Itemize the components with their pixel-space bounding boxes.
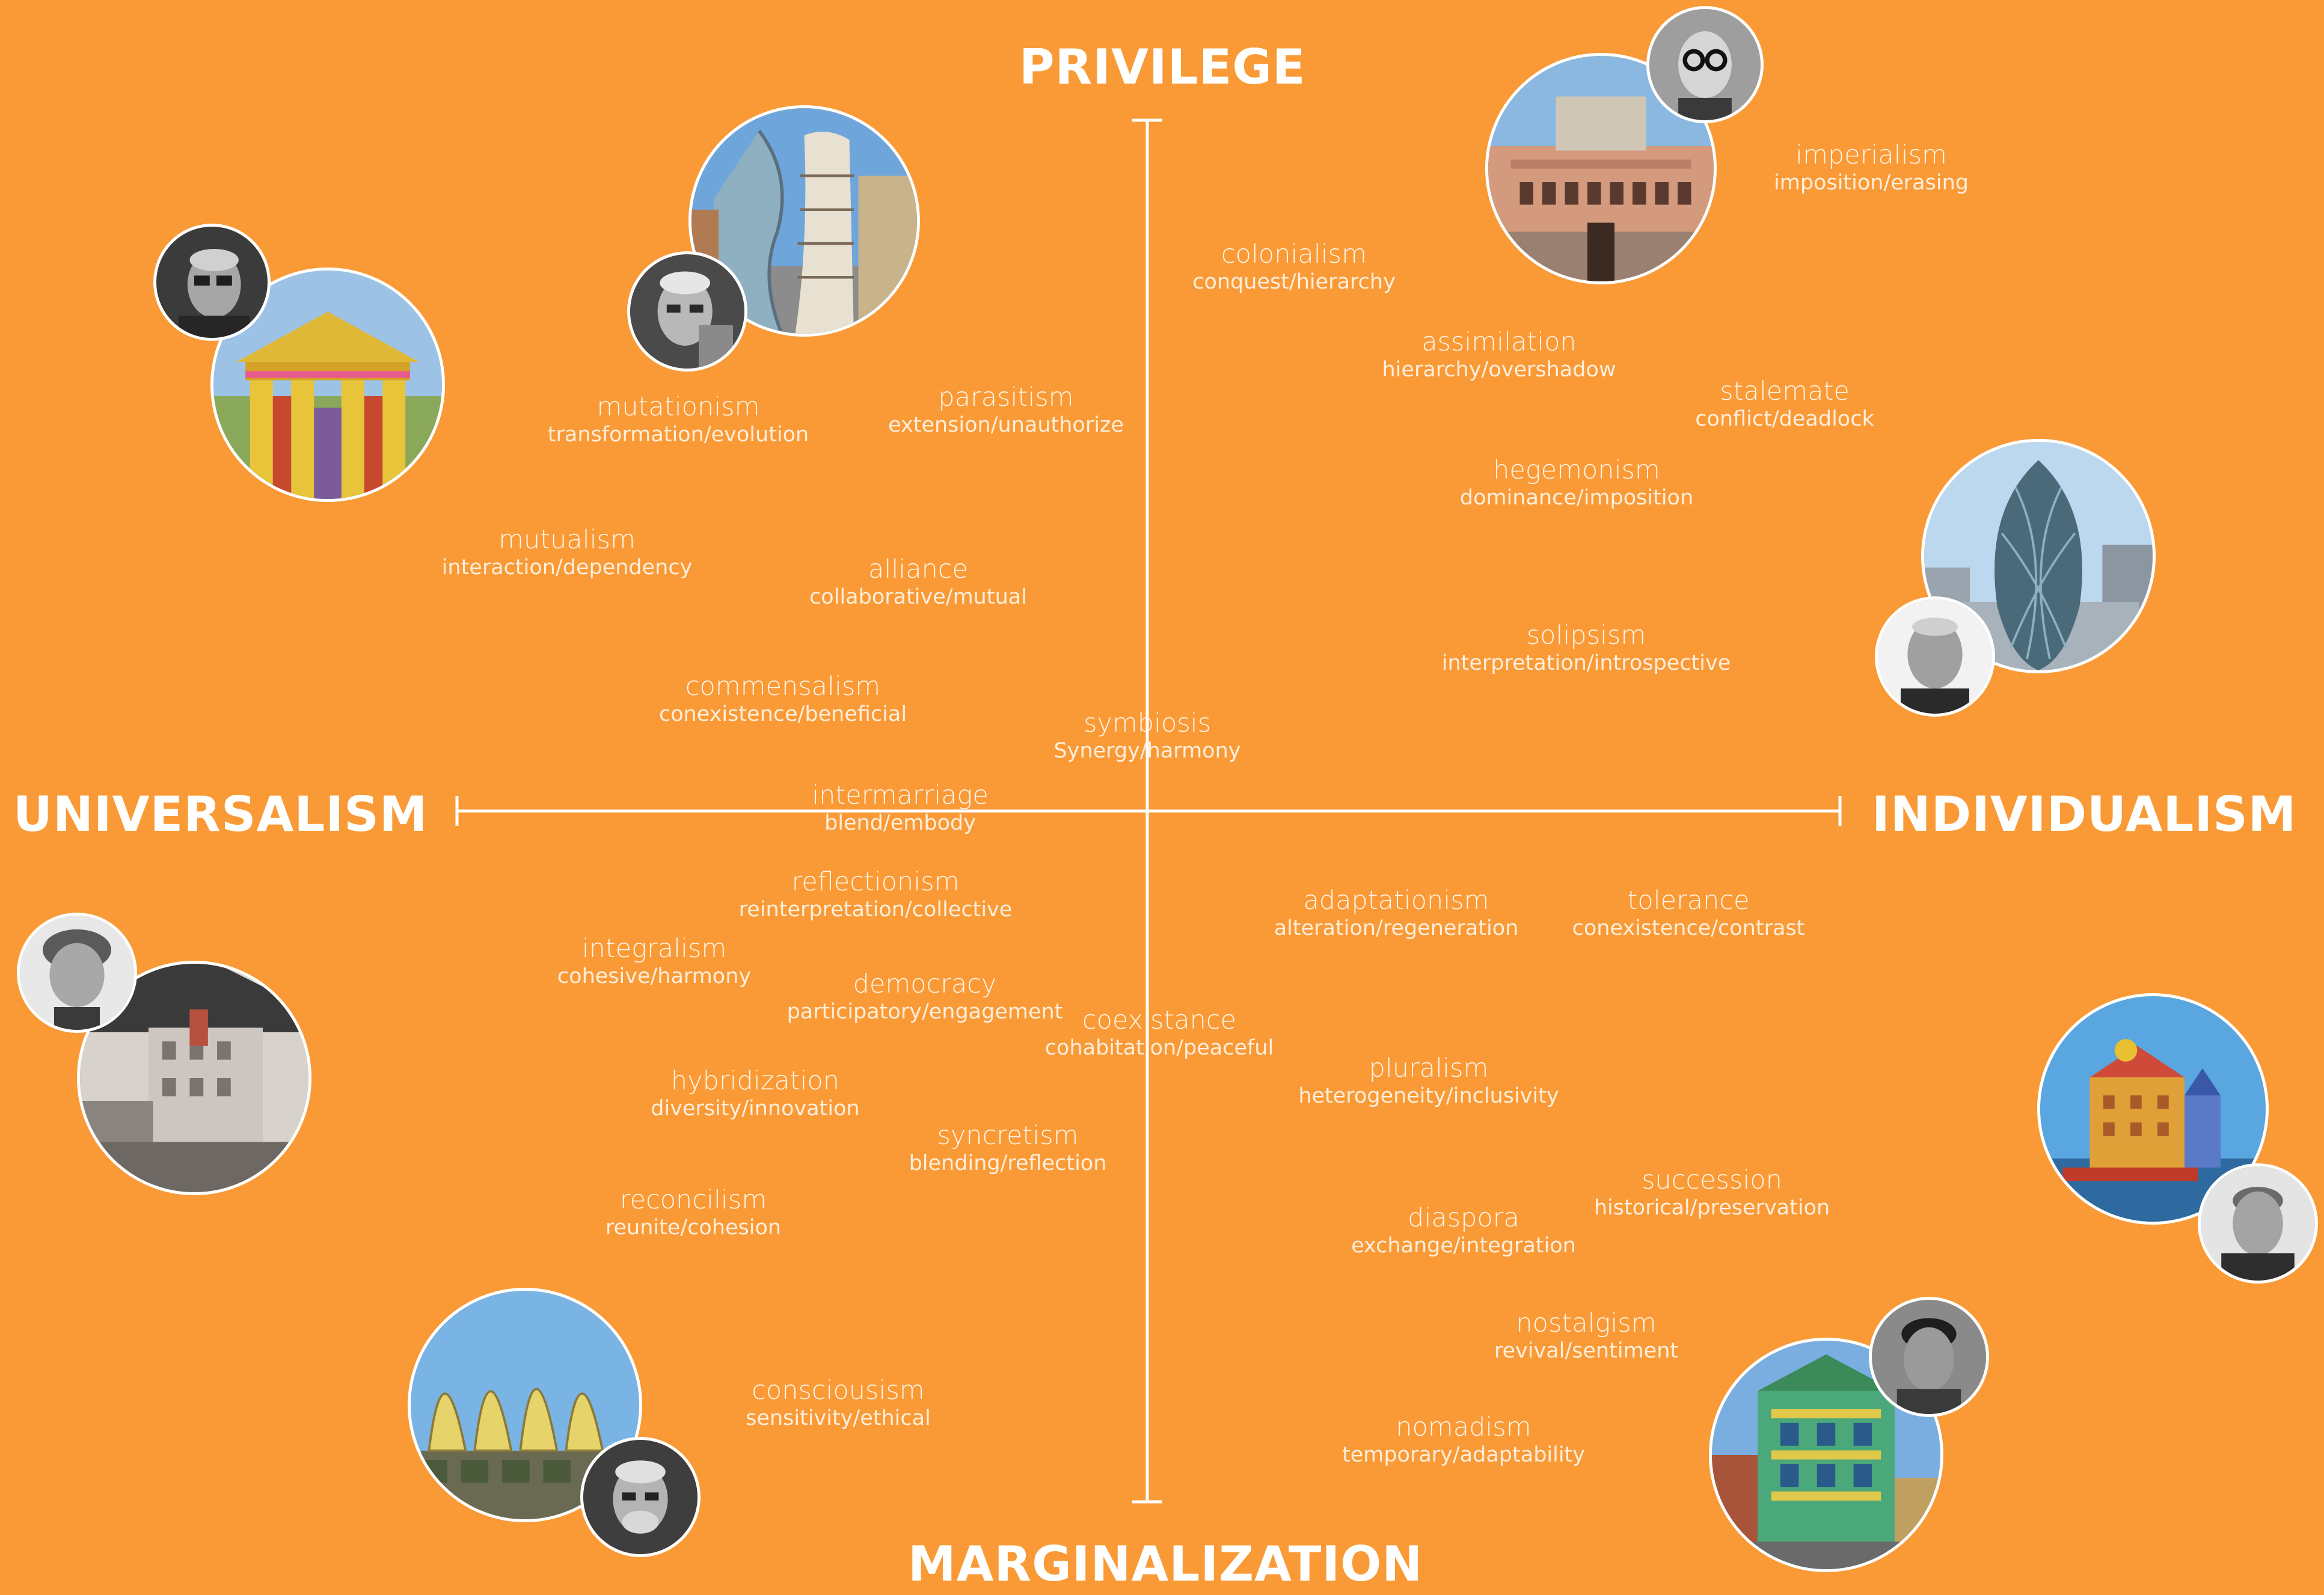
term-subtitle: conquest/hierarchy (1192, 270, 1396, 294)
term-tolerance: tolerance conexistence/contrast (1572, 886, 1805, 941)
term-subtitle: reinterpretation/collective (738, 898, 1013, 922)
term-subtitle: reunite/cohesion (605, 1216, 782, 1240)
term-succession: succession historical/preservation (1594, 1165, 1830, 1220)
term-subtitle: heterogeneity/inclusivity (1298, 1084, 1559, 1108)
term-integralism: integralism cohesive/harmony (557, 934, 751, 989)
architect-portrait-right-middle (1875, 596, 1995, 717)
term-subtitle: revival/sentiment (1494, 1339, 1679, 1363)
term-subtitle: collaborative/mutual (809, 585, 1027, 609)
term-title: solipsism (1526, 620, 1646, 651)
term-reflectionism: reflectionism reinterpretation/collectiv… (739, 867, 1013, 922)
term-subtitle: diversity/innovation (651, 1097, 860, 1121)
term-reconcilism: reconcilism reunite/cohesion (606, 1185, 781, 1240)
building-photo-top-center (688, 105, 920, 337)
architect-portrait-left-middle (17, 913, 137, 1033)
term-diaspora: diaspora exchange/integration (1351, 1203, 1576, 1258)
term-nostalgism: nostalgism revival/sentiment (1494, 1308, 1678, 1364)
term-title: reflectionism (791, 867, 960, 897)
term-title: hegemonism (1493, 455, 1660, 485)
term-subtitle: conflict/deadlock (1695, 407, 1874, 431)
term-symbiosis: symbiosis Synergy/harmony (1054, 708, 1241, 764)
term-subtitle: blend/embody (824, 811, 976, 835)
term-subtitle: alteration/regeneration (1274, 916, 1519, 940)
term-title: parasitism (938, 382, 1074, 412)
term-title: commensalism (685, 672, 881, 702)
axis-label-right: INDIVIDUALISM (1872, 786, 2297, 842)
term-title: adaptationism (1303, 886, 1489, 916)
term-subtitle: extension/unauthorize (888, 413, 1124, 437)
term-subtitle: Synergy/harmony (1053, 739, 1241, 763)
term-title: consciousism (752, 1376, 925, 1406)
term-subtitle: conexistence/contrast (1572, 916, 1805, 940)
term-consciousism: consciousism sensitivity/ethical (746, 1376, 931, 1431)
term-coexistance: coexistance cohabitation/peaceful (1045, 1005, 1274, 1061)
axis-label-left: UNIVERSALISM (13, 786, 428, 842)
term-subtitle: imposition/erasing (1774, 171, 1969, 195)
term-stalemate: stalemate conflict/deadlock (1695, 376, 1874, 432)
term-title: nostalgism (1516, 1308, 1657, 1338)
term-hybridization: hybridization diversity/innovation (651, 1066, 859, 1121)
architect-portrait-top-center (627, 251, 747, 372)
axis-label-bottom: MARGINALIZATION (908, 1536, 1423, 1592)
term-title: mutualism (498, 525, 636, 555)
term-alliance: alliance collaborative/mutual (809, 554, 1027, 610)
term-title: syncretism (937, 1121, 1079, 1151)
term-title: succession (1642, 1165, 1782, 1195)
term-mutualism: mutualism interaction/dependency (442, 525, 693, 580)
term-title: hybridization (670, 1066, 840, 1096)
term-title: mutationism (596, 392, 760, 422)
term-subtitle: historical/preservation (1593, 1196, 1830, 1220)
architect-portrait-top-left (153, 224, 271, 341)
term-subtitle: cohesive/harmony (557, 964, 752, 988)
building-photo-left-middle (77, 961, 311, 1195)
term-imperialism: imperialism imposition/erasing (1774, 140, 1969, 195)
term-subtitle: exchange/integration (1351, 1234, 1576, 1258)
term-subtitle: interaction/dependency (441, 556, 693, 580)
term-colonialism: colonialism conquest/hierarchy (1192, 239, 1396, 295)
architect-portrait-bottom-left (580, 1437, 701, 1557)
term-title: imperialism (1795, 140, 1947, 170)
term-subtitle: cohabitation/peaceful (1044, 1036, 1274, 1060)
term-title: pluralism (1369, 1053, 1489, 1083)
term-syncretism: syncretism blending/reflection (909, 1121, 1107, 1176)
term-assimilation: assimilation hierarchy/overshadow (1382, 327, 1616, 382)
term-title: alliance (868, 554, 968, 584)
term-parasitism: parasitism extension/unauthorize (888, 382, 1124, 438)
term-democracy: democracy participatory/engagement (787, 969, 1063, 1024)
term-subtitle: participatory/engagement (786, 1000, 1063, 1024)
term-title: intermarriage (812, 780, 989, 810)
term-title: nomadism (1396, 1412, 1531, 1442)
term-subtitle: sensitivity/ethical (746, 1406, 931, 1430)
axis-label-top: PRIVILEGE (1019, 39, 1306, 95)
term-title: assimilation (1421, 327, 1577, 357)
term-title: democracy (853, 969, 997, 999)
term-intermarriage: intermarriage blend/embody (812, 780, 989, 836)
term-subtitle: interpretation/introspective (1441, 651, 1731, 675)
term-title: integralism (581, 934, 727, 964)
term-subtitle: conexistence/beneficial (658, 702, 907, 726)
term-commensalism: commensalism conexistence/beneficial (659, 672, 907, 727)
term-title: symbiosis (1083, 708, 1212, 738)
term-subtitle: hierarchy/overshadow (1382, 358, 1616, 382)
term-title: tolerance (1627, 886, 1750, 916)
term-pluralism: pluralism heterogeneity/inclusivity (1298, 1053, 1559, 1109)
term-solipsism: solipsism interpretation/introspective (1442, 620, 1731, 676)
term-title: coexistance (1082, 1005, 1236, 1035)
architect-portrait-top-right (1646, 6, 1764, 123)
term-subtitle: temporary/adaptability (1341, 1443, 1586, 1467)
term-adaptationism: adaptationism alteration/regeneration (1274, 886, 1519, 941)
term-mutationism: mutationism transformation/evolution (548, 392, 809, 447)
architect-portrait-bottom-right (1869, 1297, 1989, 1417)
architect-portrait-right-lower (2198, 1163, 2318, 1284)
term-title: diaspora (1408, 1203, 1519, 1233)
term-subtitle: blending/reflection (909, 1151, 1107, 1175)
term-title: reconcilism (619, 1185, 767, 1215)
term-subtitle: dominance/imposition (1459, 486, 1694, 510)
term-title: stalemate (1720, 376, 1850, 406)
term-subtitle: transformation/evolution (547, 423, 809, 447)
term-title: colonialism (1221, 239, 1367, 269)
term-hegemonism: hegemonism dominance/imposition (1460, 455, 1693, 510)
term-nomadism: nomadism temporary/adaptability (1342, 1412, 1585, 1468)
